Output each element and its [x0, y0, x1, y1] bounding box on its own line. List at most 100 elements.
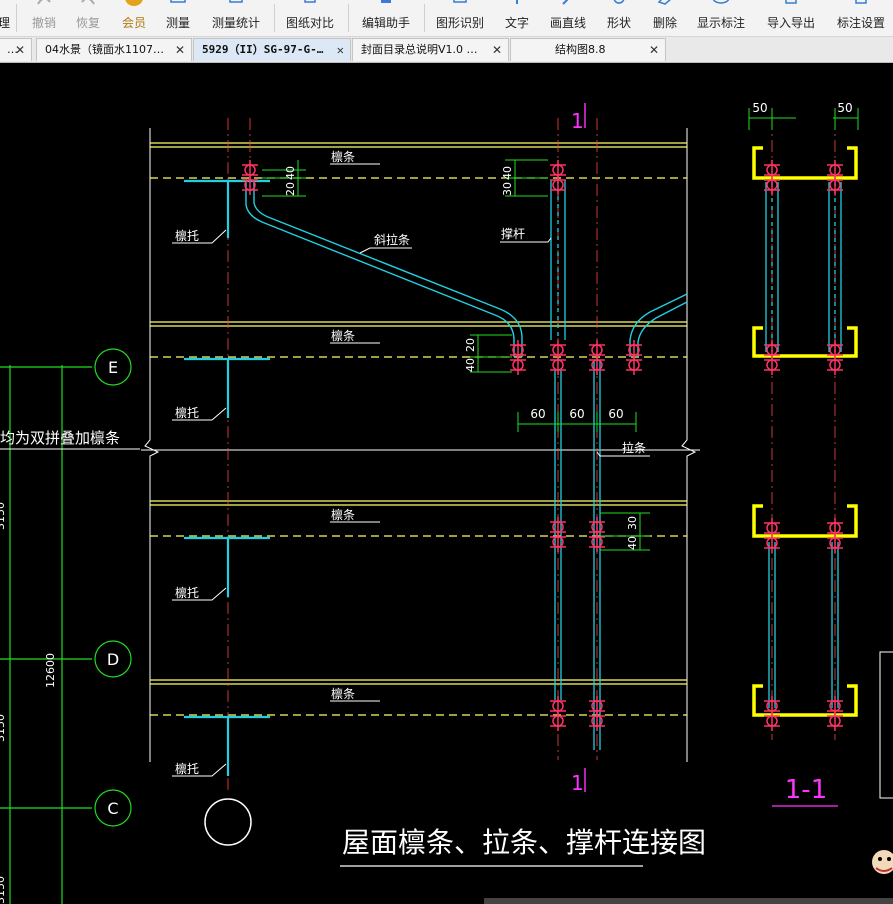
- eye-icon: [712, 0, 730, 4]
- close-icon[interactable]: ✕: [174, 43, 185, 57]
- measure-icon: [170, 0, 186, 3]
- vip-button[interactable]: 会员: [118, 0, 150, 36]
- shape-recognition-label: 图形识别: [435, 16, 484, 30]
- import-export-button[interactable]: 导入导出: [764, 0, 818, 36]
- side-note-text: 均为双拼叠加檩条: [0, 429, 120, 447]
- show-annotation-button[interactable]: 显示标注: [694, 0, 748, 36]
- edit-assistant-icon: [381, 0, 391, 3]
- shape-recognition-button[interactable]: 图形识别: [434, 0, 486, 36]
- measure-button[interactable]: 测量: [162, 0, 194, 36]
- compare-icon: [304, 0, 316, 3]
- axis-label-c: C: [107, 799, 118, 818]
- close-icon[interactable]: ✕: [336, 43, 344, 57]
- purlin-label-3: 檩条: [331, 507, 355, 522]
- label-leaders: [172, 163, 650, 777]
- vip-icon: [125, 0, 143, 6]
- eraser-icon: [657, 0, 671, 5]
- measure-label: 测量: [165, 16, 190, 30]
- dimension-40-lower: 40: [626, 536, 639, 550]
- dimension-30-strut: 30: [501, 182, 514, 196]
- dimension-60-c: 60: [608, 407, 623, 421]
- measure-stats-button[interactable]: 测量统计: [210, 0, 262, 36]
- diagonal-tie: [245, 180, 688, 357]
- purlin-label-2: 檩条: [331, 328, 355, 343]
- section-title: 1-1: [785, 775, 827, 805]
- show-annotation-label: 显示标注: [696, 16, 745, 30]
- tab-label: …: [7, 43, 18, 56]
- shape-icon: [613, 0, 625, 4]
- line-button[interactable]: 画直线: [548, 0, 588, 36]
- tab-label: 结构图8.8: [555, 43, 606, 56]
- annotation-settings-button[interactable]: 标注设置: [834, 0, 888, 36]
- delete-button[interactable]: 删除: [650, 0, 680, 36]
- axis-label-d: D: [107, 650, 119, 669]
- dimension-40-mid: 40: [464, 358, 477, 372]
- compare-label: 图纸对比: [285, 16, 334, 30]
- tab-document[interactable]: 封面目录总说明V1.0 … ✕: [352, 38, 509, 61]
- purlin-label-4: 檩条: [331, 686, 355, 701]
- close-icon[interactable]: ✕: [14, 43, 25, 57]
- tab-label: 封面目录总说明V1.0 …: [361, 43, 478, 56]
- toolbar-separator: [16, 4, 17, 32]
- assistant-mascot-icon[interactable]: [872, 850, 893, 874]
- dimension-12600: 12600: [44, 653, 57, 688]
- line-icon: [562, 0, 569, 5]
- tab-document-active[interactable]: 5929（II）SG-97-G-… ✕: [193, 38, 351, 61]
- bracket-label-4: 檩托: [175, 761, 199, 776]
- purlin-brackets: [184, 179, 270, 776]
- bracket-label-2: 檩托: [175, 405, 199, 420]
- section-mark-top: 1: [571, 109, 584, 133]
- redo-icon: [81, 0, 95, 5]
- tab-document[interactable]: 结构图8.8 ✕: [510, 38, 666, 61]
- dimension-side-b: 3150: [0, 714, 7, 742]
- side-panel-edge: [879, 651, 893, 799]
- tab-document[interactable]: 04水景（镜面水1107… ✕: [36, 38, 192, 61]
- tab-overflow[interactable]: … ✕: [0, 38, 32, 61]
- section-detail: [752, 146, 858, 732]
- edit-assistant-button[interactable]: 编辑助手: [360, 0, 412, 36]
- undo-icon: [37, 0, 51, 5]
- compare-button[interactable]: 图纸对比: [284, 0, 336, 36]
- measure-stats-label: 测量统计: [211, 16, 260, 30]
- redo-button[interactable]: 恢复: [72, 0, 104, 36]
- toolbar-separator: [424, 4, 425, 32]
- toolbar-partial-button[interactable]: 理: [0, 0, 12, 36]
- dimension-40-strut: 40: [501, 166, 514, 180]
- measure-stats-icon: [229, 0, 243, 3]
- cad-drawing-canvas[interactable]: E D C 均为双拼叠加檩条 12600 3150 3150 3150: [0, 63, 893, 904]
- dimension-30-lower: 30: [626, 516, 639, 530]
- annotation-settings-icon: [855, 0, 867, 4]
- dimension-20-mid: 20: [464, 338, 477, 352]
- text-button[interactable]: 文字: [502, 0, 532, 36]
- close-icon[interactable]: ✕: [491, 43, 502, 57]
- import-export-label: 导入导出: [766, 16, 815, 30]
- dimension-side-a: 3150: [0, 502, 7, 530]
- axis-label-e: E: [108, 358, 118, 377]
- dimension-50-right: 50: [837, 101, 852, 115]
- main-title: 屋面檩条、拉条、撑杆连接图: [342, 826, 706, 859]
- dimension-60-b: 60: [569, 407, 584, 421]
- axis-grid: [0, 348, 132, 904]
- close-icon[interactable]: ✕: [648, 43, 659, 57]
- undo-label: 撤销: [31, 16, 56, 30]
- bolts: [241, 159, 643, 732]
- purlin-label-1: 檩条: [331, 149, 355, 164]
- dimension-side-c: 3150: [0, 876, 7, 904]
- bracket-label-3: 檩托: [175, 585, 199, 600]
- toolbar-separator: [348, 4, 349, 32]
- diagonal-tie-label: 斜拉条: [374, 232, 410, 247]
- dimension-20-top: 20: [284, 182, 297, 196]
- undo-button[interactable]: 撤销: [28, 0, 60, 36]
- dimension-40-top: 40: [284, 166, 297, 180]
- drawing-frame: [141, 128, 700, 762]
- shape-button[interactable]: 形状: [604, 0, 634, 36]
- line-label: 画直线: [549, 16, 586, 30]
- dimension-50-left: 50: [752, 101, 767, 115]
- bottom-scrollbar[interactable]: [484, 898, 893, 904]
- center-lines: [227, 118, 836, 790]
- tab-label: 5929（II）SG-97-G-…: [202, 43, 324, 56]
- strut-label: 撑杆: [501, 226, 525, 241]
- purlin-lines: [150, 142, 687, 716]
- tie-label: 拉条: [622, 440, 646, 455]
- detail-marker-circle: [204, 798, 252, 846]
